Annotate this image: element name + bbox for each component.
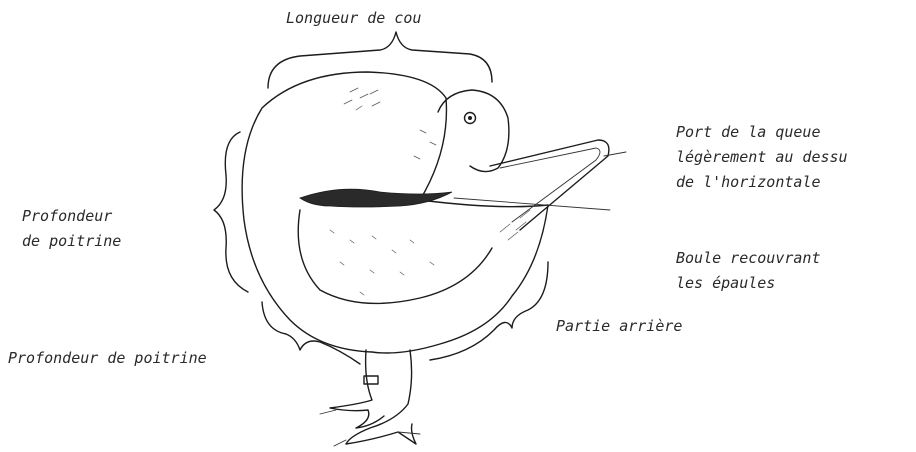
chest-depth-label-lower: Profondeur de poitrine: [8, 346, 207, 371]
wing-ridge: [300, 189, 452, 207]
rear-part-bracket: [430, 262, 548, 360]
pigeon-head: [438, 90, 509, 172]
pigeon-tail: [490, 140, 609, 230]
neck-length-label: Longueur de cou: [286, 6, 421, 31]
tail-pointer-line: [604, 152, 626, 156]
neck-length-bracket: [268, 32, 492, 88]
pigeon-legs: [320, 350, 420, 446]
pigeon-body: [242, 72, 548, 353]
ball-shoulders-label: Boule recouvrant les épaules: [676, 246, 821, 296]
chest-depth-bracket-lower: [262, 302, 360, 364]
tail-carriage-label: Port de la queue légèrement au dessu de …: [676, 120, 848, 195]
wing-lower-curve: [298, 210, 492, 303]
horizontal-line: [454, 198, 610, 210]
pigeon-pupil: [468, 116, 472, 120]
chest-depth-label-upper: Profondeur de poitrine: [22, 204, 121, 254]
rear-part-label: Partie arrière: [556, 314, 682, 339]
